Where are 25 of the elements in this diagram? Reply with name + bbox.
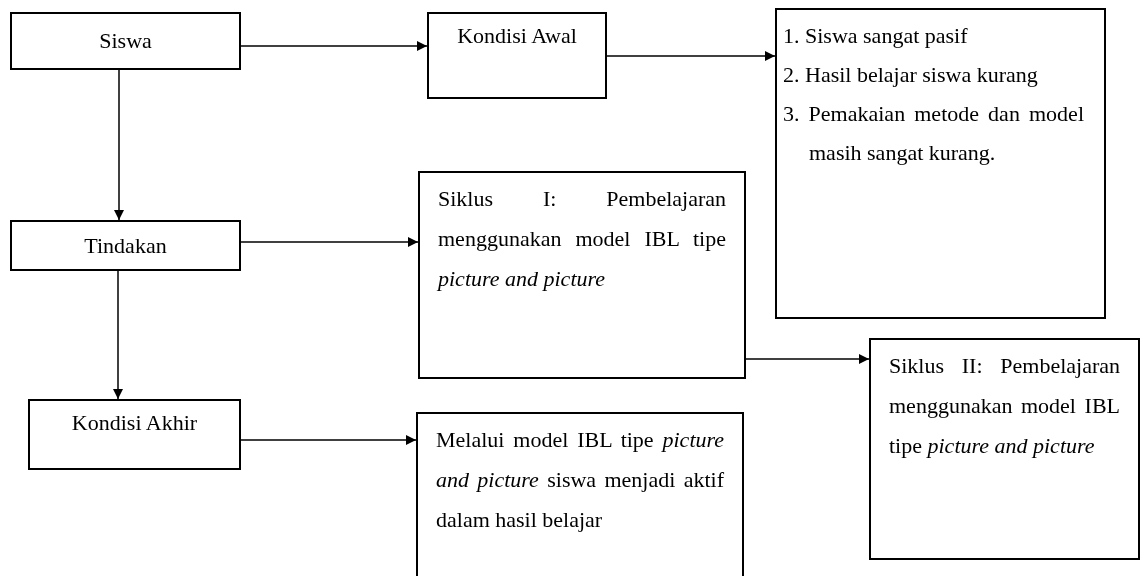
process-box	[28, 399, 241, 470]
list-item: 2. Hasil belajar siswa kurang	[783, 61, 1039, 89]
text-box	[869, 338, 1140, 560]
process-box	[427, 12, 607, 99]
box-label: Tindakan	[84, 231, 167, 260]
arrow	[112, 270, 124, 400]
box-label: Siswa	[99, 27, 152, 55]
box-text: Siklus I: Pembelajaran menggunakan model IBL tipe picture and picture	[438, 185, 726, 293]
arrow	[240, 40, 428, 52]
box-text: Siklus II: Pembelajaran menggunakan model IBL tipe picture and picture	[889, 352, 1120, 460]
box-label: Kondisi Awal	[457, 22, 577, 50]
arrow	[240, 236, 419, 248]
text-box	[416, 412, 744, 576]
box-label: Kondisi Akhir	[71, 409, 198, 437]
arrow	[240, 434, 417, 446]
arrow	[606, 50, 776, 62]
box-text: Melalui model IBL tipe picture and picture siswa menjadi aktif dalam hasil belajar	[436, 426, 724, 534]
arrow	[113, 69, 125, 221]
list-box	[775, 8, 1106, 319]
process-box	[10, 220, 241, 271]
list-item: 3. Pemakaian metode dan model masih sangat kurang.	[783, 100, 1084, 167]
list-item: 1. Siswa sangat pasif	[783, 22, 969, 50]
arrow	[745, 353, 870, 365]
text-box	[418, 171, 746, 379]
process-box	[10, 12, 241, 70]
